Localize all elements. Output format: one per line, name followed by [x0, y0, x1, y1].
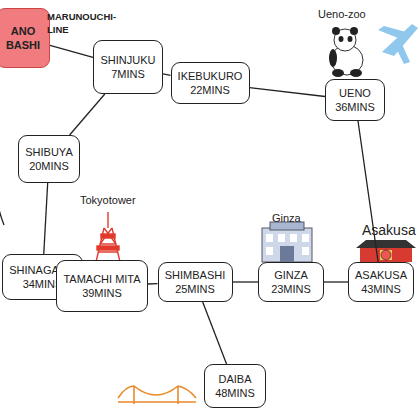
station-box: TAMACHI MITA39MINS [56, 260, 148, 312]
station-box: SHINJUKU7MINS [93, 40, 163, 94]
station-name: TAMACHI MITA [63, 272, 140, 286]
rail-line [203, 302, 227, 364]
ginza-building-picture [262, 222, 312, 262]
station-name: ASAKUSA [355, 268, 407, 282]
panda-picture [329, 27, 363, 77]
station-box: ASAKUSA43MINS [348, 262, 414, 302]
place-label: Ueno-zoo [318, 8, 366, 21]
station-name: SHIMBASHI [165, 268, 226, 282]
rail-line [233, 282, 259, 283]
rainbow-bridge-picture [118, 386, 196, 404]
travel-time: 39MINS [82, 286, 122, 300]
asakusa-gate-picture [356, 240, 416, 262]
station-name: GINZA [274, 268, 308, 282]
station-box: SHIBUYA20MINS [18, 135, 80, 183]
rail-line [70, 94, 105, 135]
travel-time: 25MINS [175, 282, 215, 296]
station-box: UENO36MINS [325, 79, 385, 121]
place-label: MARUNOUCHI-LINE [47, 10, 117, 36]
rail-line [50, 45, 93, 57]
rail-line [358, 121, 378, 262]
station-box: DAIBA48MINS [204, 364, 266, 408]
travel-time: 23MINS [271, 282, 311, 296]
travel-time: 36MINS [335, 100, 375, 114]
rail-line [44, 183, 48, 254]
travel-time: 43MINS [361, 282, 401, 296]
station-name: SHINJUKU [100, 53, 155, 67]
airplane-picture [378, 24, 418, 64]
station-name: DAIBA [218, 372, 251, 386]
travel-time: 48MINS [215, 386, 255, 400]
station-box: ANO BASHI [0, 8, 50, 68]
rail-line [148, 283, 158, 284]
station-name: ANO BASHI [3, 24, 43, 52]
station-box: IKEBUKURO22MINS [171, 62, 250, 104]
tokyo-tower-picture [90, 212, 126, 262]
place-label: Ginza [272, 212, 301, 225]
place-label: Tokyotower [80, 194, 136, 207]
station-name: IKEBUKURO [178, 69, 243, 83]
loop-line [0, 205, 4, 225]
rail-line [250, 88, 326, 97]
station-box: GINZA23MINS [258, 262, 324, 302]
travel-time: 22MINS [190, 83, 230, 97]
travel-time: 7MINS [111, 67, 145, 81]
rail-line [324, 282, 348, 283]
place-label: Asakusa [362, 224, 416, 237]
rail-line [163, 74, 171, 75]
station-name: SHIBUYA [25, 145, 72, 159]
station-name: UENO [339, 86, 371, 100]
station-box: SHIMBASHI25MINS [158, 262, 233, 302]
travel-time: 20MINS [29, 159, 69, 173]
